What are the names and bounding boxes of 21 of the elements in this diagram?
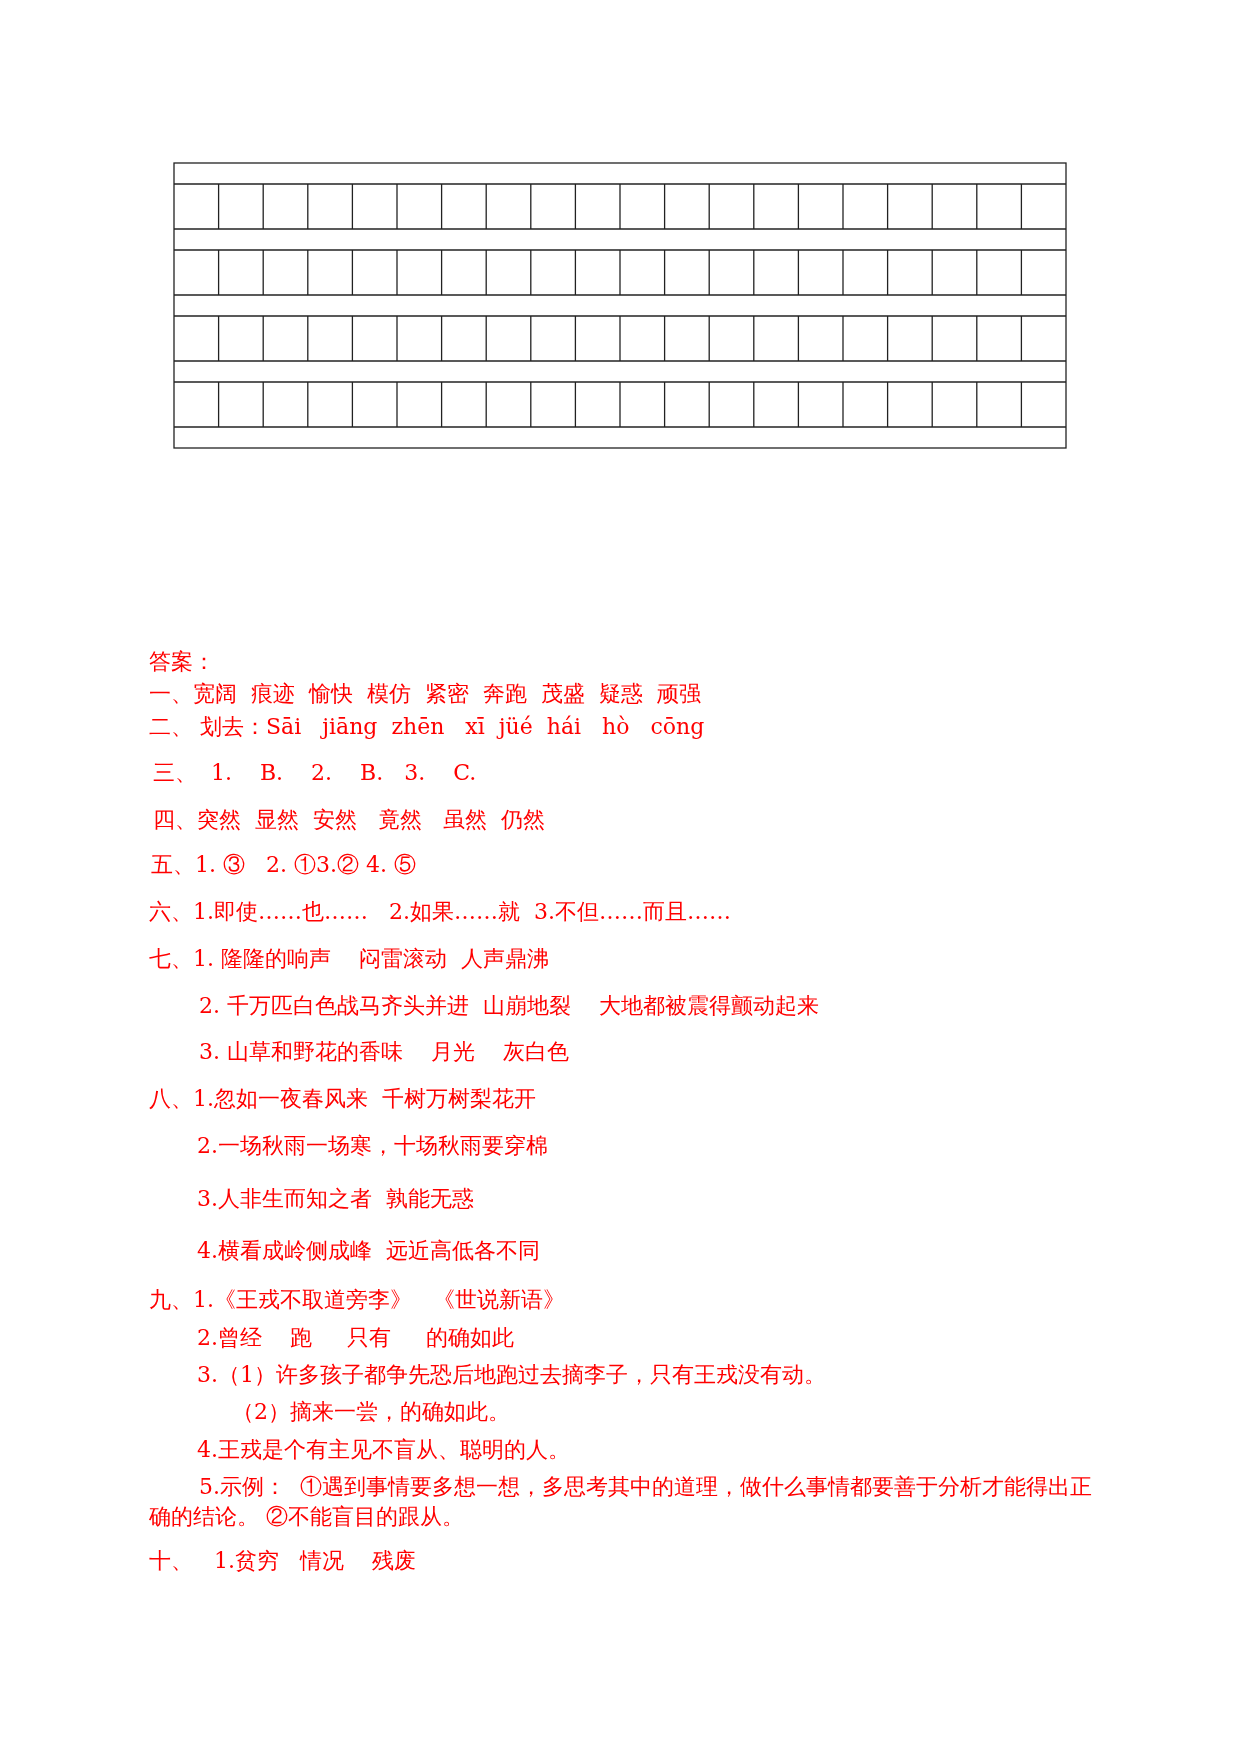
answer-text: 四、突然 显然 安然 竟然 虽然 仍然 (153, 806, 545, 834)
answer-text: 4.横看成岭侧成峰 远近高低各不同 (197, 1237, 540, 1265)
answer-text: 五、1. ③ 2. ①3.② 4. ⑤ (151, 851, 416, 879)
answer-text: 八、1.忽如一夜春风来 千树万树梨花开 (149, 1085, 536, 1113)
answer-text: 2. 千万匹白色战马齐头并进 山崩地裂 大地都被震得颤动起来 (199, 992, 819, 1020)
answer-text: （2）摘来一尝，的确如此。 (232, 1398, 510, 1426)
answer-text: 5.示例： ①遇到事情要多想一想，多思考其中的道理，做什么事情都要善于分析才能得出正确的结论。 ②不能盲目的跟从。 (149, 1473, 1093, 1531)
answer-text: 3.（1）许多孩子都争先恐后地跑过去摘李子，只有王戎没有动。 (197, 1361, 826, 1389)
answer-text: 3. 山草和野花的香味 月光 灰白色 (199, 1038, 569, 1066)
answer-text: 十、 1.贫穷 情况 残废 (149, 1547, 416, 1575)
answer-text: 2.一场秋雨一场寒，十场秋雨要穿棉 (197, 1132, 548, 1160)
answer-text: 4.王戎是个有主见不盲从、聪明的人。 (197, 1436, 570, 1464)
answer-text: 九、1.《王戎不取道旁李》 《世说新语》 (149, 1286, 565, 1314)
answer-text: 答案： (149, 648, 215, 676)
answer-text: 七、1. 隆隆的响声 闷雷滚动 人声鼎沸 (149, 945, 549, 973)
answer-text: 2.曾经 跑 只有 的确如此 (197, 1324, 514, 1352)
answer-text: 二、 划去：Sāi jiāng zhēn xī jüé hái hò cōng (149, 713, 705, 741)
answer-text: 一、宽阔 痕迹 愉快 模仿 紧密 奔跑 茂盛 疑惑 顽强 (149, 680, 701, 708)
answer-text: 三、 1. B. 2. B. 3. C. (153, 759, 477, 787)
answer-text: 六、1.即使……也…… 2.如果……就 3.不但……而且…… (149, 898, 731, 926)
answer-text: 3.人非生而知之者 孰能无惑 (197, 1185, 474, 1213)
